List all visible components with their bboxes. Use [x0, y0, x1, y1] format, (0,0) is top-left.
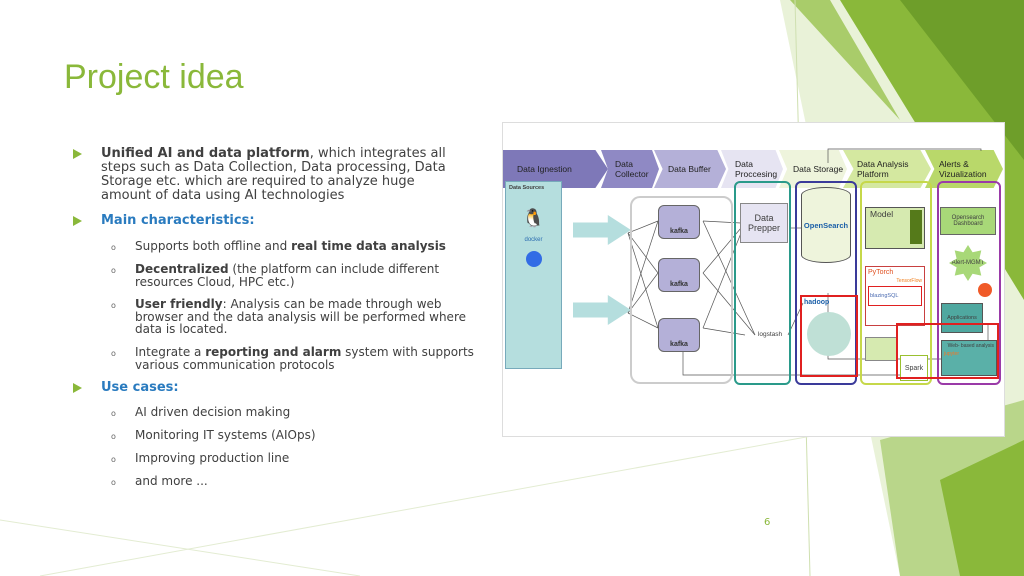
- opensearch-dashboard-box: Opensearch Dashboard: [940, 207, 996, 235]
- arrow-bullet-icon: [73, 149, 82, 159]
- opensearch-db: OpenSearch: [801, 187, 851, 263]
- alerts-group: [937, 181, 1001, 385]
- text: and more ...: [135, 474, 208, 488]
- bullet-characteristics: Main characteristics:: [73, 214, 463, 228]
- text-bold: real time data analysis: [291, 239, 446, 253]
- hadoop-label: hadoop: [804, 299, 830, 306]
- storage-group: [795, 181, 857, 385]
- stage-buffer: Data Buffer: [654, 150, 726, 188]
- text: (the platform can include different reso…: [135, 262, 440, 289]
- kubernetes-icon: [525, 251, 542, 267]
- bullet-bold: Unified AI and data platform: [101, 146, 310, 161]
- tensorflow-label: TensorFlow: [896, 278, 922, 284]
- text: system with supports various communicati…: [135, 345, 474, 372]
- processing-group: [734, 181, 791, 385]
- data-sources-label: Data Sources: [509, 185, 545, 191]
- text-bold: reporting and alarm: [205, 345, 342, 359]
- ml-frameworks-box: PyTorch TensorFlow blazingSQL: [865, 266, 925, 326]
- docker-label: docker: [524, 237, 543, 243]
- bullet-use-cases: Use cases:: [73, 381, 463, 395]
- text: AI driven decision making: [135, 405, 291, 419]
- bullet-text: , which integrates all steps such as Dat…: [101, 146, 446, 203]
- web-analysis-box: Web- based analysis jupyter: [941, 340, 997, 376]
- characteristics-heading: Main characteristics:: [101, 213, 255, 228]
- arrow-bullet-icon: [73, 383, 82, 393]
- kafka-node: kafka: [658, 258, 700, 292]
- blazingsql-label: blazingSQL: [868, 286, 922, 306]
- text: Monitoring IT systems (AIOps): [135, 428, 316, 442]
- buffer-group: [630, 196, 733, 384]
- analysis-group: [860, 181, 932, 385]
- text: : Analysis can be made through web brows…: [135, 297, 466, 336]
- dask-icon: [865, 337, 897, 361]
- bullet-platform: Unified AI and data platform, which inte…: [73, 147, 463, 203]
- use-cases-heading: Use cases:: [101, 380, 179, 395]
- web-analysis-label: Web- based analysis: [947, 343, 994, 349]
- spark-box: Spark: [900, 355, 928, 381]
- grafana-icon: [978, 283, 992, 297]
- text: Improving production line: [135, 451, 290, 465]
- hadoop-box: hadoop: [800, 295, 858, 377]
- applications-box: Applications: [941, 303, 983, 333]
- linux-icon: 🐧: [522, 208, 545, 228]
- jupyter-label: jupyter: [944, 351, 960, 357]
- page-number: 6: [764, 517, 771, 528]
- model-box: Model: [865, 207, 925, 249]
- model-serving-icon: [910, 210, 922, 244]
- text: Integrate a: [135, 345, 206, 359]
- model-label: Model: [870, 209, 894, 219]
- pytorch-label: PyTorch: [868, 269, 894, 276]
- logstash-label: logstash: [757, 330, 783, 338]
- data-sources-panel: Data Sources 🐧 docker: [505, 181, 562, 369]
- arrow-bullet-icon: [73, 216, 82, 226]
- slide-title: Project idea: [64, 58, 244, 96]
- data-prepper-box: Data Prepper: [740, 203, 788, 243]
- text: Supports both offline and: [135, 239, 292, 253]
- alert-mgmt-node: Alert-MGMT: [949, 245, 987, 281]
- text-bold: Decentralized: [135, 262, 229, 276]
- hadoop-ecosystem-icon: [807, 312, 851, 356]
- kafka-node: kafka: [658, 205, 700, 239]
- kafka-node: kafka: [658, 318, 700, 352]
- architecture-diagram: Data Ignestion Data Collector Data Buffe…: [502, 122, 1005, 437]
- text-bold: User friendly: [135, 297, 223, 311]
- web-analysis-highlight: [896, 323, 999, 379]
- stage-collector: Data Collector: [601, 150, 659, 188]
